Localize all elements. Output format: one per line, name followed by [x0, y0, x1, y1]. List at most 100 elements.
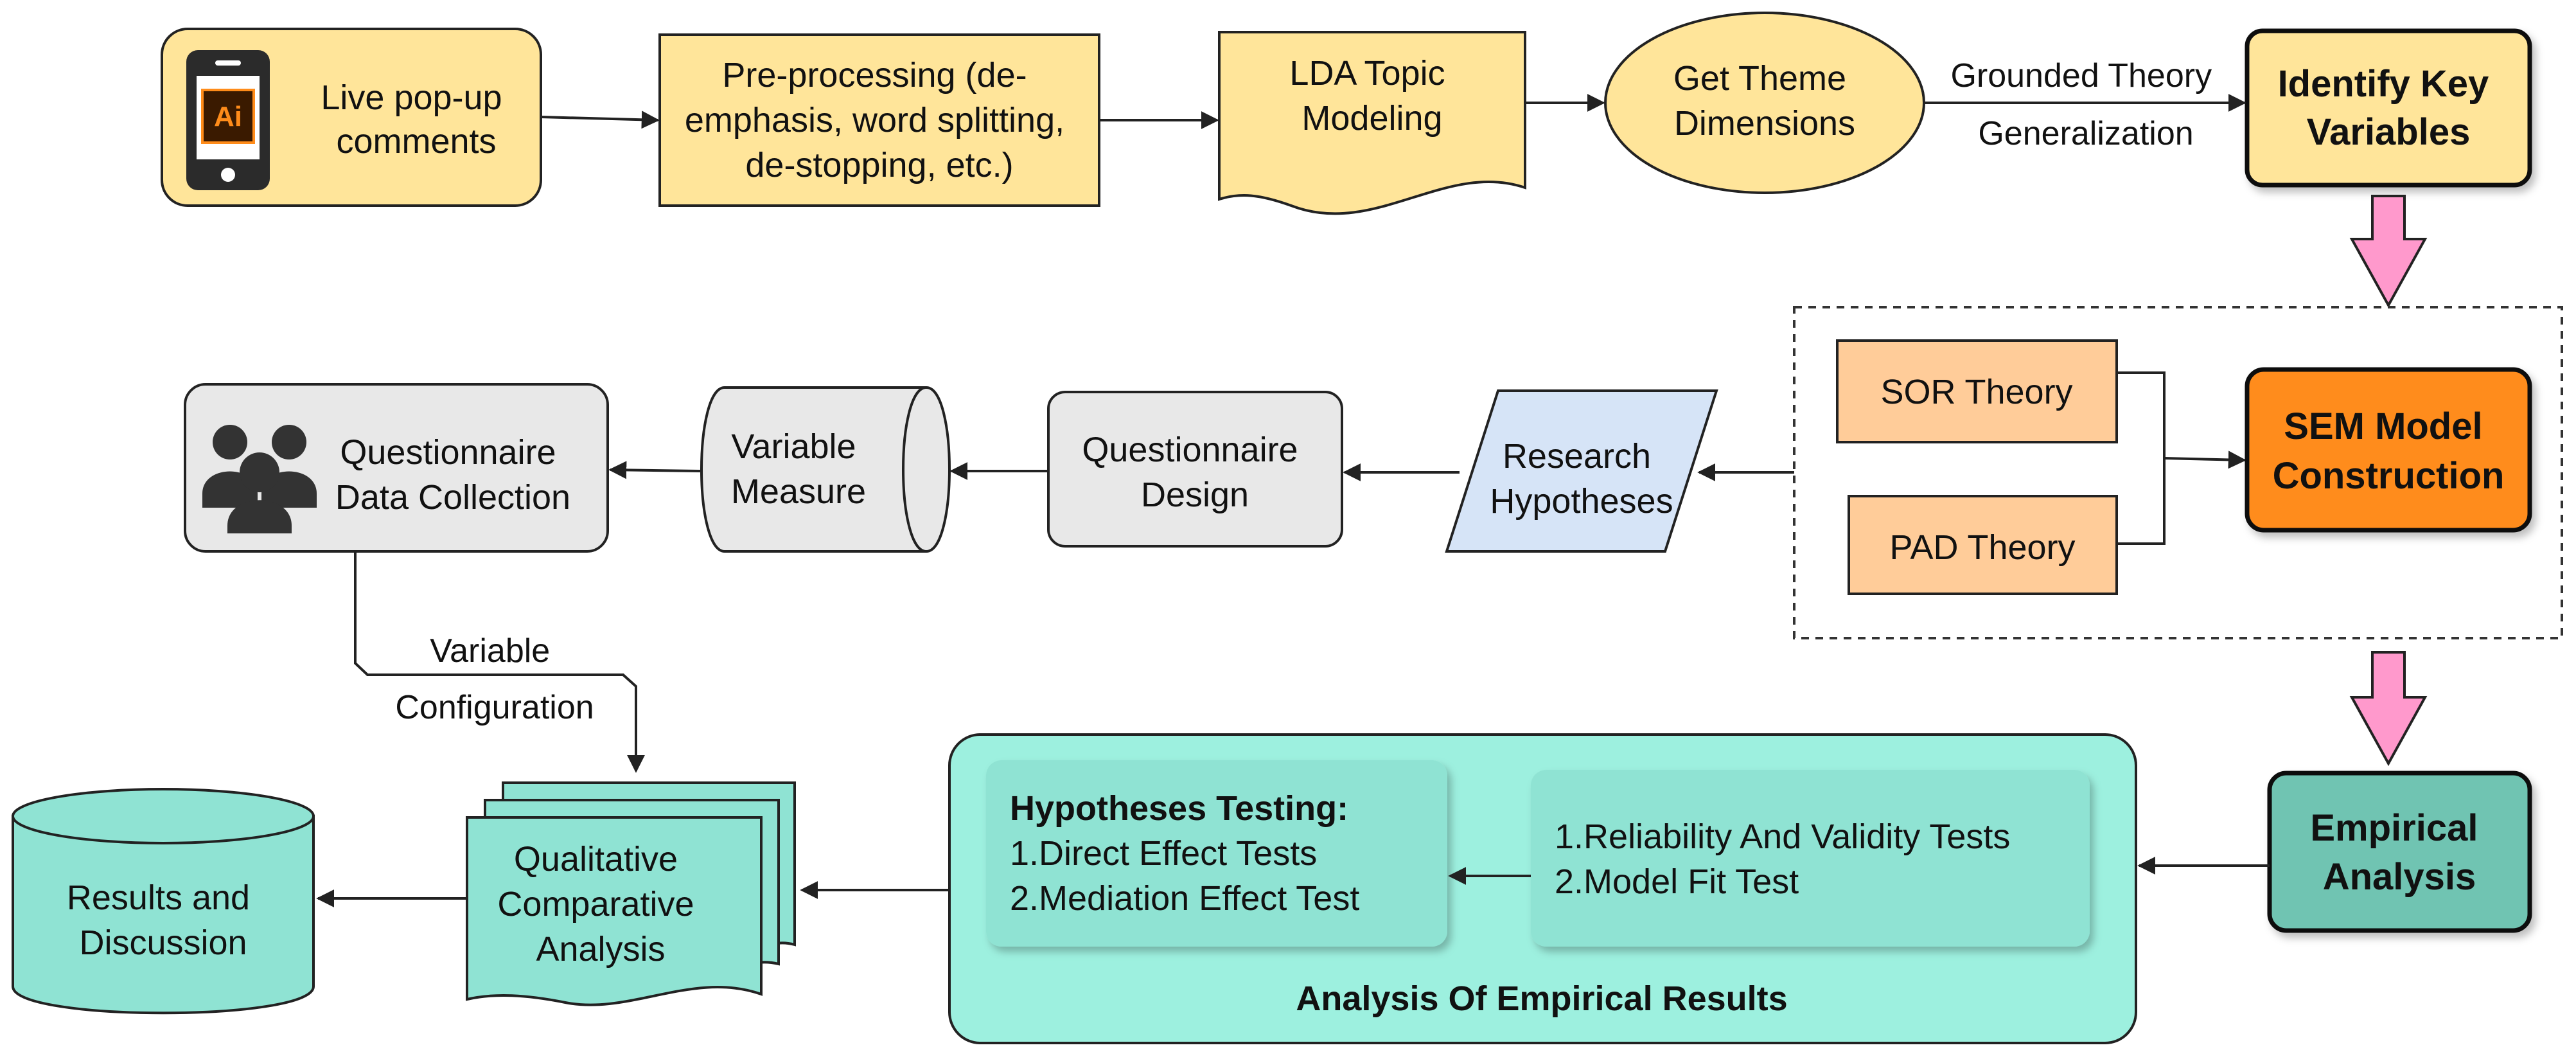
sem-model-box: [2245, 367, 2532, 533]
lda-line2: Modeling: [1301, 99, 1442, 138]
empirical-results-panel: Hypotheses Testing: 1.Direct Effect Test…: [948, 733, 2137, 1044]
questionnaire-design-node: Questionnaire Design: [1047, 391, 1343, 548]
svg-text:Variable Configuration: Variable Configuration: [395, 632, 594, 726]
results-line1: Results and: [67, 878, 250, 917]
edge-theories-to-sem: [2164, 450, 2246, 469]
svg-text:SEM Model Construction: SEM Model Construction: [2273, 406, 2505, 497]
theme-line2: Dimensions: [1674, 104, 1855, 143]
theme-dimensions-ellipse: [1604, 12, 1925, 194]
key-variables-line1: Identify Key: [2278, 63, 2489, 105]
svg-text:LDA Topic Modeling: LDA Topic Modeling: [1289, 54, 1454, 138]
phone-ai-icon: Ai: [186, 50, 270, 190]
svg-text:Empirical Analysis: Empirical Analysis: [2310, 807, 2488, 898]
var-measure-line2: Measure: [731, 472, 866, 511]
empirical-analysis-box: [2267, 771, 2532, 933]
variable-measure-cylinder: [700, 386, 951, 553]
lda-document-shape: [1218, 31, 1526, 215]
sor-theory-box: [1836, 339, 2118, 443]
reliability-line1: 1.Reliability And Validity Tests: [1555, 817, 2010, 856]
questionnaire-collection-node: Questionnaire Data Collection: [184, 383, 609, 553]
sem-model-node: SEM Model Construction: [2245, 367, 2532, 533]
key-variables-node: Identify Key Variables: [2245, 28, 2532, 188]
svg-text:Questionnaire Data Colle: Questionnaire Data Collection: [335, 433, 570, 517]
svg-text:Variable Measure: Variable Measure: [731, 427, 866, 511]
results-cylinder-body: [12, 815, 315, 1015]
phone-ai-glyph: Ai: [214, 101, 242, 132]
hyp-testing-title: Hypotheses Testing:: [1010, 789, 1348, 828]
edge-label-grounded-2: Generalization: [1978, 115, 2193, 152]
hypotheses-testing-box: [986, 760, 1447, 947]
preprocessing-box: [658, 33, 1100, 207]
theme-line1: Get Theme: [1673, 59, 1846, 98]
variable-measure-cylinder-end: [902, 386, 927, 553]
preprocessing-node: Pre-processing (de- emphasis, word split…: [658, 33, 1100, 207]
reliability-line2: 2.Model Fit Test: [1555, 862, 1799, 901]
svg-text:1.Reliability And Validity Tes: 1.Reliability And Validity Tests 2.Model…: [1555, 817, 2020, 901]
pad-theory-node: PAD Theory: [1848, 495, 2118, 595]
qca-doc-front: [466, 816, 763, 1006]
svg-text:Live pop-up comments: Live pop-up comments: [321, 78, 511, 161]
sem-line1: SEM Model: [2284, 406, 2482, 447]
hyp-testing-line2: 2.Mediation Effect Test: [1010, 879, 1359, 918]
preprocessing-line2: emphasis, word splitting,: [685, 101, 1064, 139]
reliability-tests-box: [1531, 770, 2090, 947]
live-comments-line2: comments: [336, 122, 496, 161]
svg-text:Research Hypotheses: Research Hypotheses: [1490, 437, 1673, 521]
empirical-line2: Analysis: [2323, 856, 2476, 898]
empirical-analysis-node: Empirical Analysis: [2267, 771, 2532, 933]
empirical-line1: Empirical: [2310, 807, 2478, 849]
pad-theory-box: [1848, 495, 2118, 595]
sor-theory-label: SOR Theory: [1880, 373, 2072, 411]
live-comments-line1: Live pop-up: [321, 78, 502, 117]
hypotheses-line2: Hypotheses: [1490, 482, 1673, 521]
q-design-line1: Questionnaire: [1082, 431, 1298, 469]
svg-text:Pre-processing (de- em: Pre-processing (de- emphasis, word split…: [685, 56, 1074, 184]
svg-text:Questionnaire Design: Questionnaire Design: [1082, 431, 1307, 514]
results-discussion-node: Results and Discussion: [12, 788, 315, 1015]
live-comments-node: Ai Live pop-up comments: [161, 28, 542, 207]
svg-text:Results and Discussion: Results and Discussion: [67, 878, 260, 962]
edge-label-config-2: Configuration: [395, 689, 594, 726]
edge-sor-bracket: [2117, 371, 2166, 545]
qca-line3: Analysis: [536, 930, 665, 968]
research-hypotheses-shape: [1445, 389, 1718, 553]
panel-title: Analysis Of Empirical Results: [1296, 979, 1787, 1018]
svg-text:Grounded Theory Generaliza: Grounded Theory Generalization: [1950, 57, 2221, 152]
svg-text:Identify Key Variables: Identify Key Variables: [2278, 63, 2500, 153]
theory-group-dashed: [1793, 306, 2563, 639]
preprocessing-line1: Pre-processing (de-: [722, 56, 1027, 94]
sor-theory-node: SOR Theory: [1836, 339, 2118, 443]
svg-text:Hypotheses Testing: 1.Di: Hypotheses Testing: 1.Direct Effect Test…: [1010, 789, 1359, 918]
q-design-line2: Design: [1141, 476, 1249, 514]
questionnaire-design-box: [1047, 391, 1343, 548]
results-line2: Discussion: [79, 923, 247, 962]
svg-text:Qualitative Comparative: Qualitative Comparative Analysis: [497, 840, 703, 968]
sem-line2: Construction: [2273, 455, 2505, 497]
pink-arrow-down-1: [2349, 195, 2428, 308]
q-collect-line2: Data Collection: [335, 478, 570, 517]
var-measure-line1: Variable: [731, 427, 856, 466]
pink-arrow-down-2: [2349, 651, 2428, 767]
hyp-testing-line1: 1.Direct Effect Tests: [1010, 834, 1317, 873]
theme-dimensions-node: Get Theme Dimensions: [1604, 12, 1925, 194]
edge-collection-to-qca: [354, 551, 645, 773]
key-variables-box: [2245, 28, 2532, 188]
edge-live-to-preprocessing: [540, 111, 660, 129]
people-group-icon: [202, 425, 317, 533]
lda-line1: LDA Topic: [1289, 54, 1445, 93]
qca-line2: Comparative: [497, 885, 694, 923]
lda-node: LDA Topic Modeling: [1218, 31, 1526, 215]
qca-node: Qualitative Comparative Analysis: [466, 781, 796, 1006]
key-variables-line2: Variables: [2307, 111, 2471, 153]
qca-line1: Qualitative: [514, 840, 678, 878]
edge-label-grounded-1: Grounded Theory: [1950, 57, 2212, 94]
svg-text:Get Theme Dimensions: Get Theme Dimensions: [1673, 59, 1856, 143]
preprocessing-line3: de-stopping, etc.): [745, 146, 1013, 184]
variable-measure-node: Variable Measure: [700, 386, 951, 553]
q-collect-line1: Questionnaire: [340, 433, 556, 472]
research-hypotheses-node: Research Hypotheses: [1445, 389, 1718, 553]
pad-theory-label: PAD Theory: [1889, 528, 2075, 567]
results-cylinder-top: [12, 788, 315, 844]
edge-label-config-1: Variable: [430, 632, 550, 670]
